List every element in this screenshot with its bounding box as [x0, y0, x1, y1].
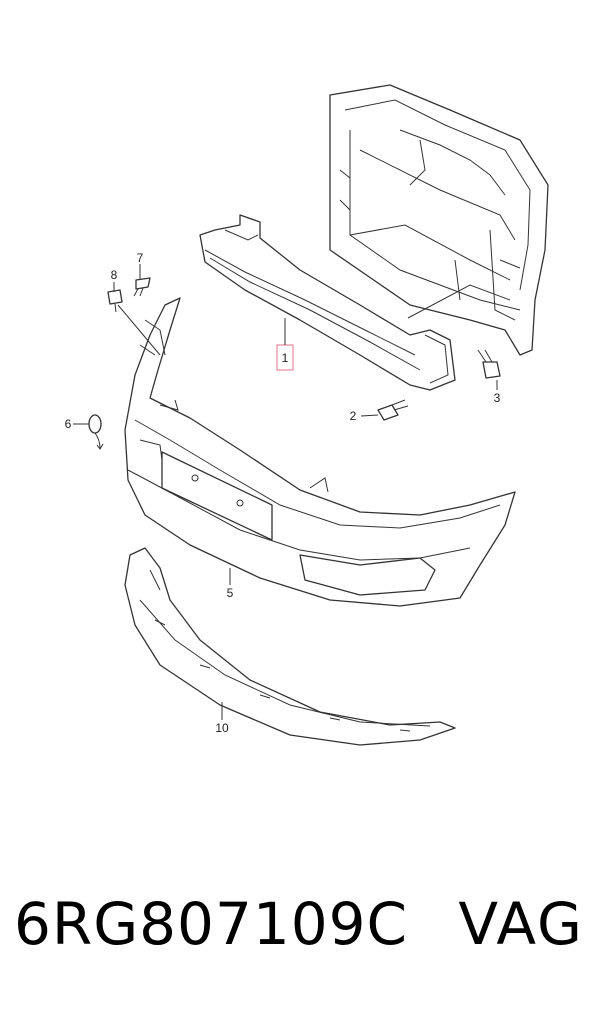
tow-eye-cap-6	[88, 414, 104, 450]
front-end-carrier	[329, 84, 549, 356]
callout-2: 2	[350, 409, 357, 423]
bolt-8	[107, 289, 123, 313]
brand-label: VAG	[458, 890, 584, 958]
callout-7: 7	[137, 251, 144, 265]
callout-1: 1	[282, 351, 289, 365]
callout-8: 8	[111, 268, 118, 282]
part-number: 6RG807109C	[14, 890, 409, 958]
bumper-reinforcement-bar	[199, 214, 456, 391]
callout-5: 5	[227, 586, 234, 600]
callout-10: 10	[215, 721, 229, 735]
clip-7	[133, 277, 151, 297]
exploded-parts-diagram: 1 2 3 5 6 7 8 10	[65, 84, 549, 746]
lower-spoiler-strip	[124, 547, 456, 746]
screw-3	[477, 349, 501, 379]
leader-lines	[73, 264, 498, 720]
callout-3: 3	[494, 391, 501, 405]
bumper-cover	[124, 297, 516, 607]
callout-6: 6	[65, 417, 72, 431]
screw-2	[377, 399, 409, 421]
footer: 6RG807109C VAG	[0, 890, 600, 980]
